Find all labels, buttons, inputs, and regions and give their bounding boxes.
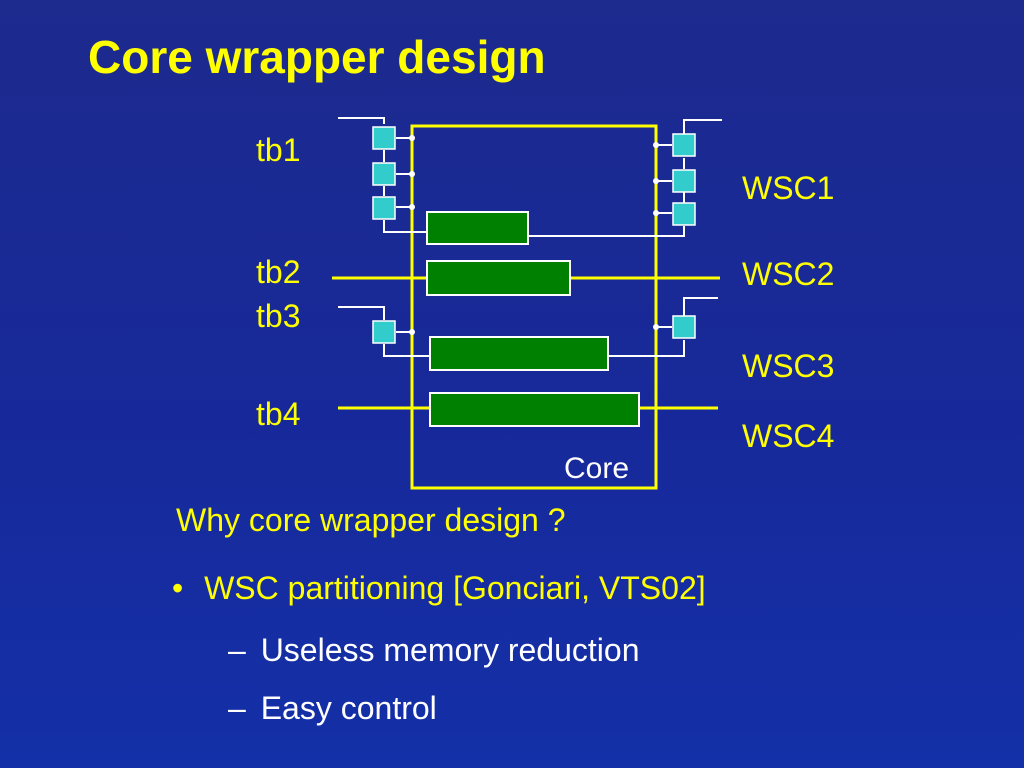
- sub-item: – Useless memory reduction: [228, 632, 639, 669]
- question-text: Why core wrapper design ?: [176, 502, 566, 538]
- bullet-marker: •: [172, 570, 184, 606]
- label-wsc1: WSC1: [742, 170, 835, 206]
- label-wsc2: WSC2: [742, 256, 835, 292]
- sub-item: – Easy control: [228, 690, 437, 727]
- tb1-mux-dots: [409, 135, 415, 210]
- scan-chain-4: [429, 392, 640, 427]
- label-tb2: tb2: [256, 254, 301, 290]
- label-wsc3: WSC3: [742, 348, 835, 384]
- label-tb4: tb4: [256, 396, 301, 432]
- wsc1-mux-dots: [653, 142, 659, 216]
- sub-item-text: Easy control: [260, 690, 437, 726]
- label-core: Core: [564, 452, 630, 485]
- slide-title: Core wrapper design: [88, 31, 546, 83]
- sub-marker: –: [228, 690, 246, 726]
- tb1-wrapper-cells: [372, 126, 396, 220]
- bullet-text: WSC partitioning [Gonciari, VTS02]: [204, 570, 706, 606]
- bullet-item: • WSC partitioning [Gonciari, VTS02]: [172, 570, 706, 607]
- core-boundary: [410, 124, 658, 490]
- wsc3-wrapper-cell: [672, 315, 696, 339]
- scan-chain-2: [426, 260, 571, 296]
- tb3-wsc3-mux-dots: [409, 324, 659, 335]
- label-tb3: tb3: [256, 298, 301, 334]
- scan-chain-1: [426, 211, 529, 245]
- label-wsc4: WSC4: [742, 418, 835, 454]
- wsc1-wrapper-cells: [672, 133, 696, 226]
- tb3-wrapper-cell: [372, 320, 396, 344]
- internal-scan-chains: [426, 211, 640, 427]
- scan-chain-3: [429, 336, 609, 371]
- sub-marker: –: [228, 632, 246, 668]
- sub-item-text: Useless memory reduction: [260, 632, 640, 668]
- label-tb1: tb1: [256, 132, 301, 168]
